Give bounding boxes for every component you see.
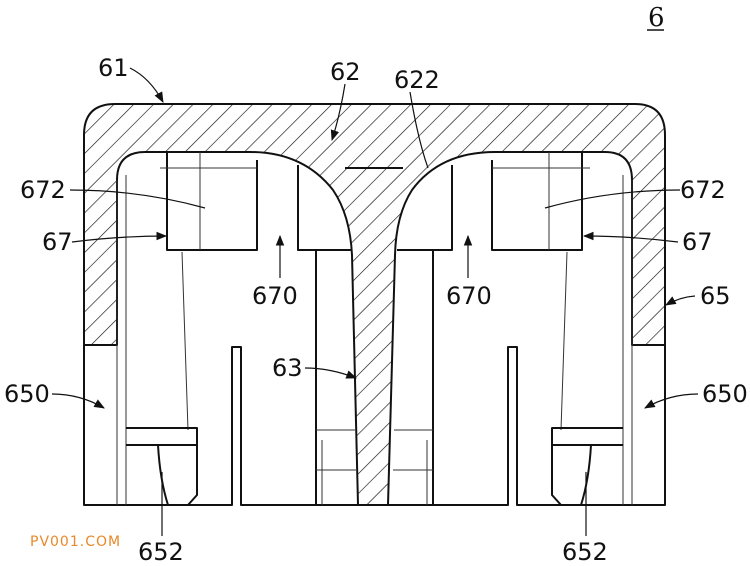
hook-right-detail bbox=[492, 152, 590, 250]
label-650-left: 650 bbox=[4, 380, 50, 408]
leader-61 bbox=[129, 67, 164, 103]
leader-650-right bbox=[644, 393, 699, 409]
hook-left-outline bbox=[166, 152, 258, 251]
leader-65 bbox=[665, 295, 696, 306]
lower-body-outline bbox=[83, 345, 666, 506]
label-61: 61 bbox=[98, 54, 129, 82]
right-wall-inner-lines bbox=[560, 175, 633, 505]
label-672-right: 672 bbox=[680, 176, 726, 204]
label-63: 63 bbox=[272, 354, 303, 382]
label-67-right: 67 bbox=[682, 228, 713, 256]
hook-right-inner bbox=[397, 165, 453, 251]
leader-672-left bbox=[69, 189, 206, 209]
watermark: PV001.COM bbox=[30, 534, 121, 550]
label-650-right: 650 bbox=[702, 380, 748, 408]
label-652-right: 652 bbox=[562, 538, 608, 566]
leader-67-right bbox=[582, 231, 679, 243]
label-672-left: 672 bbox=[20, 176, 66, 204]
label-670-right: 670 bbox=[446, 282, 492, 310]
hook-left-detail bbox=[160, 152, 257, 250]
hook-right-outline bbox=[491, 152, 583, 251]
figure-number: 6 bbox=[648, 3, 665, 33]
leader-650-left bbox=[51, 393, 105, 409]
foot-right bbox=[551, 427, 623, 506]
left-wall-inner-lines bbox=[116, 175, 189, 505]
label-670-left: 670 bbox=[252, 282, 298, 310]
label-652-left: 652 bbox=[138, 538, 184, 566]
label-62: 62 bbox=[330, 58, 361, 86]
cap-section bbox=[83, 103, 666, 506]
hook-left-inner bbox=[297, 165, 352, 251]
label-622: 622 bbox=[394, 66, 440, 94]
leader-622 bbox=[409, 91, 429, 169]
leader-62 bbox=[330, 83, 346, 142]
label-65: 65 bbox=[700, 282, 731, 310]
center-inner-lines bbox=[316, 429, 433, 505]
leader-67-left bbox=[71, 231, 168, 243]
label-67-left: 67 bbox=[42, 228, 73, 256]
leader-672-right bbox=[544, 189, 681, 209]
leader-63 bbox=[304, 367, 358, 379]
